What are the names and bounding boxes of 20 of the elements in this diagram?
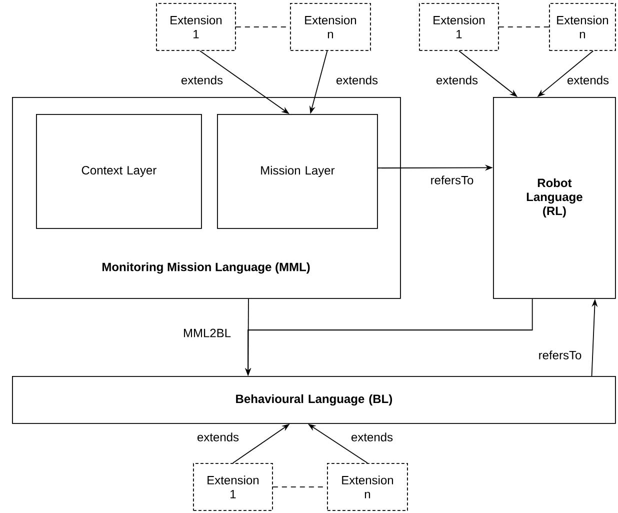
- extension-box: Extension n: [327, 463, 408, 511]
- edge-label: extends: [180, 74, 224, 86]
- edge-label: refersTo: [537, 350, 583, 360]
- extension-box: Extension 1: [419, 3, 499, 51]
- extension-box: Extension n: [549, 3, 616, 51]
- edge-label: extends: [350, 432, 394, 442]
- extension-box: Extension n: [290, 3, 371, 51]
- edge-label: MML2BL: [182, 328, 232, 338]
- dashed-line: [498, 26, 550, 28]
- extension-box: Extension 1: [156, 3, 236, 51]
- edge-label: extends: [566, 74, 610, 86]
- extension-box: Extension 1: [193, 463, 273, 511]
- edge-label: extends: [435, 74, 480, 86]
- edge-label: extends: [196, 432, 240, 442]
- edge-label: refersTo: [429, 174, 475, 186]
- layer-box: Context Layer: [36, 114, 202, 229]
- layer-box: Mission Layer: [217, 114, 378, 229]
- edge-label: extends: [335, 74, 380, 86]
- language-box: Robot Language (RL): [493, 97, 616, 299]
- language-box: Behavioural Language (BL): [12, 376, 616, 424]
